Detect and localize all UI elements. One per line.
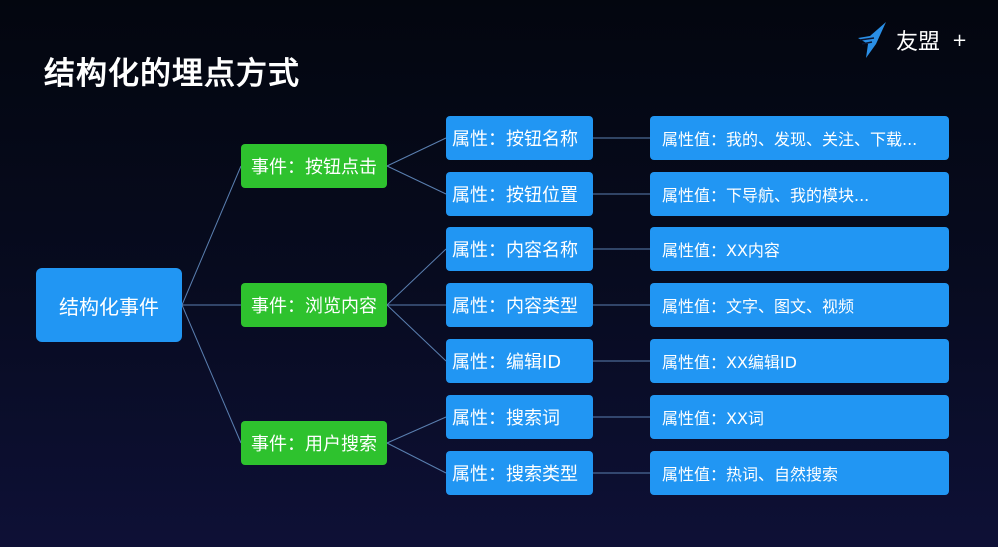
event-node: 事件：用户搜索: [241, 421, 387, 465]
attribute-node: 属性：编辑ID: [446, 339, 593, 383]
event-node: 事件：浏览内容: [241, 283, 387, 327]
value-node: 属性值：我的、发现、关注、下载...: [650, 116, 949, 160]
page-title: 结构化的埋点方式: [44, 56, 300, 92]
attribute-node: 属性：搜索类型: [446, 451, 593, 495]
value-node: 属性值：XX词: [650, 395, 949, 439]
attribute-node: 属性：按钮名称: [446, 116, 593, 160]
umeng-logo: 友盟 +: [856, 22, 967, 58]
value-node: 属性值：XX内容: [650, 227, 949, 271]
bird-icon: [858, 22, 886, 58]
value-node: 属性值：XX编辑ID: [650, 339, 949, 383]
attribute-node: 属性：内容名称: [446, 227, 593, 271]
attribute-node: 属性：内容类型: [446, 283, 593, 327]
value-node: 属性值：下导航、我的模块...: [650, 172, 949, 216]
value-node: 属性值：热词、自然搜索: [650, 451, 949, 495]
value-node: 属性值：文字、图文、视频: [650, 283, 949, 327]
attribute-node: 属性：按钮位置: [446, 172, 593, 216]
event-node: 事件：按钮点击: [241, 144, 387, 188]
attribute-node: 属性：搜索词: [446, 395, 593, 439]
logo-text: 友盟: [896, 30, 941, 55]
logo-plus: +: [952, 29, 968, 51]
root-node: 结构化事件: [36, 268, 182, 342]
